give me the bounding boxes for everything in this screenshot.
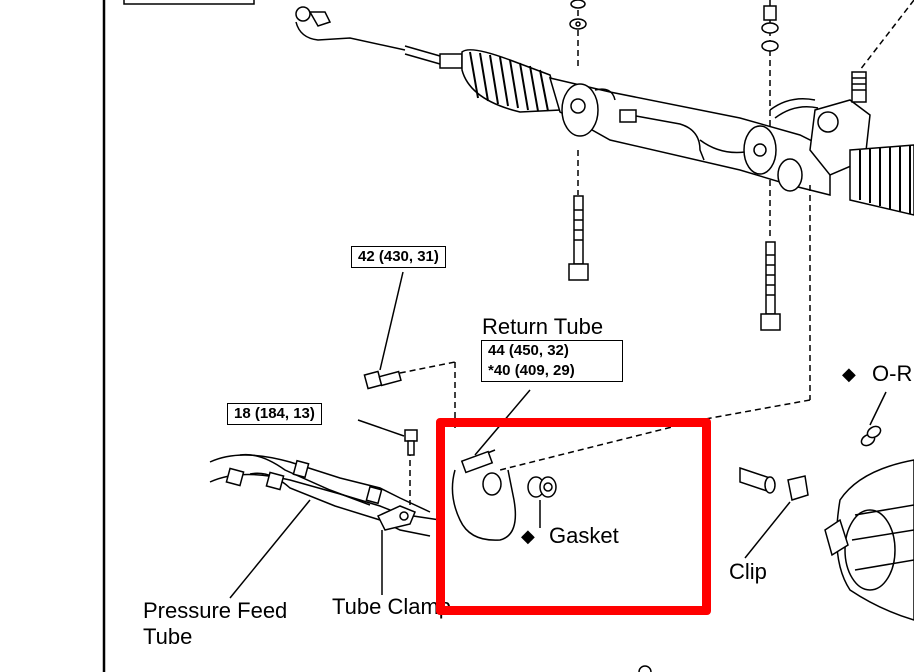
new-part-diamond-o-ring: ◆ — [842, 364, 856, 384]
mount-bolt-right — [760, 180, 781, 331]
top-label-box-partial — [123, 0, 255, 5]
torque-spec-union-bolt: 42 (430, 31) — [351, 246, 446, 268]
gasket — [527, 476, 557, 528]
mount-washers-right — [761, 0, 779, 130]
return-tube — [451, 389, 531, 541]
rack-housing — [548, 76, 831, 196]
power-steering-pump — [824, 459, 914, 621]
new-part-diamond-gasket: ◆ — [521, 526, 535, 546]
leader-pressure-feed — [229, 499, 311, 599]
pressure-feed-tube — [209, 453, 441, 537]
label-clip: Clip — [729, 559, 767, 584]
torque-spec-return-tube-line1: 44 (450, 32) — [488, 342, 569, 359]
mount-bolt-left — [568, 150, 589, 281]
mount-washers-left — [569, 0, 587, 70]
torque-spec-return-tube: 44 (450, 32) *40 (409, 29) — [481, 340, 623, 382]
label-o-ring: O-R — [872, 361, 913, 386]
o-ring — [860, 391, 887, 447]
bolt-small — [357, 419, 418, 456]
torque-spec-small-bolt: 18 (184, 13) — [227, 403, 322, 425]
clip — [739, 466, 809, 559]
tube-clamp — [376, 505, 416, 531]
label-tube-clamp: Tube Clamp — [332, 594, 452, 619]
highlight-box — [436, 418, 711, 615]
rack-boot-right — [849, 144, 914, 216]
label-pressure-feed-tube-line1: Pressure Feed — [143, 598, 288, 623]
torque-spec-return-tube-line2: *40 (409, 29) — [488, 362, 575, 379]
union-bolt-upper — [363, 271, 404, 390]
label-gasket: Gasket — [549, 523, 619, 548]
rack-boot-left — [461, 49, 561, 113]
label-pressure-feed-tube-line2: Tube — [143, 624, 193, 649]
tie-rod-end — [295, 6, 463, 69]
label-return-tube: Return Tube — [482, 314, 604, 339]
